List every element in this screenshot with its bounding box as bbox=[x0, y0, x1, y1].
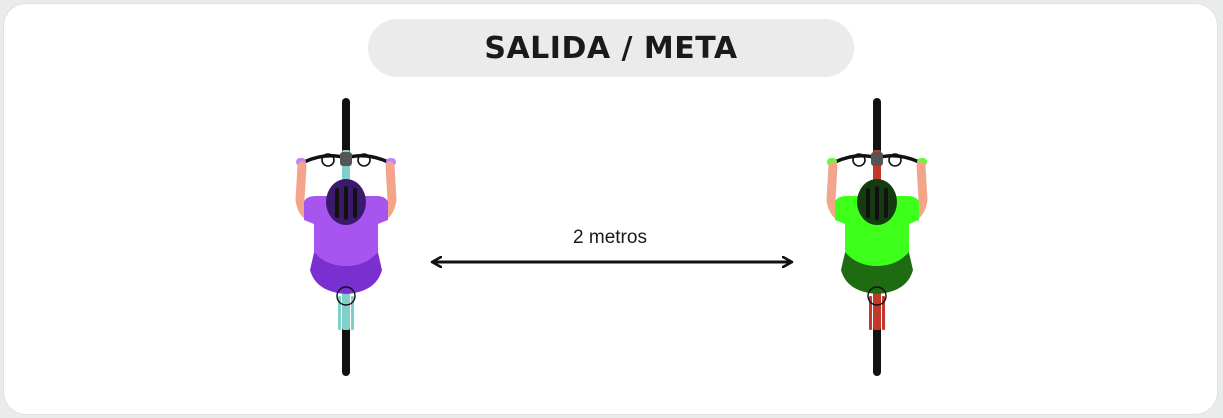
cyclist-top-view-icon bbox=[295, 98, 397, 376]
distance-label: 2 metros bbox=[573, 227, 647, 248]
right-cyclist bbox=[826, 98, 928, 376]
cyclist-top-view-icon bbox=[826, 98, 928, 376]
title-banner: SALIDA / META bbox=[368, 19, 854, 77]
title-text: SALIDA / META bbox=[484, 30, 738, 66]
left-cyclist bbox=[295, 98, 397, 376]
